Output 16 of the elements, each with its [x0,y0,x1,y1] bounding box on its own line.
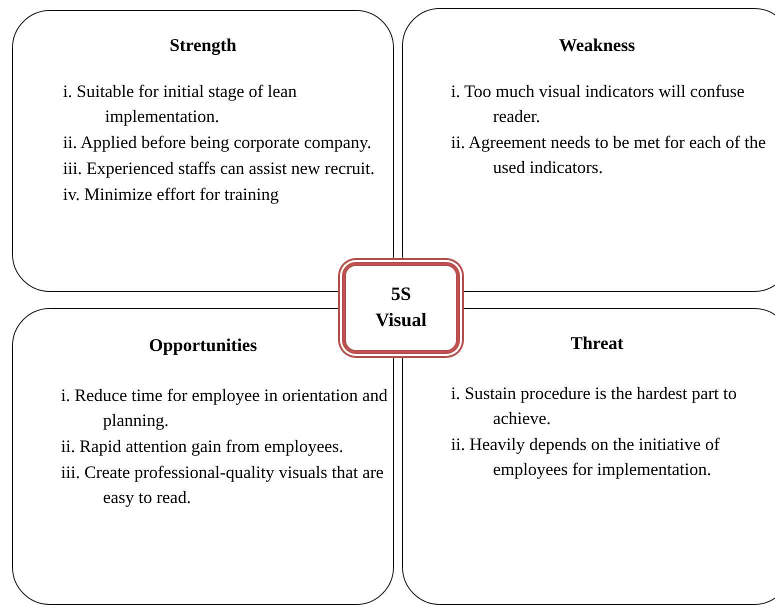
quadrant-heading: Weakness [558,35,636,56]
list-item: i. Too much visual indicators will confuse reader. [451,80,746,128]
list-item: iv. Minimize effort for training [63,183,280,206]
quadrant-heading: Opportunities [148,335,258,356]
list-item: ii. Heavily depends on the initiative of employees for implementation. [451,433,721,481]
list-item: i. Sustain procedure is the hardest part to achieve. [451,382,738,430]
list-item: i. Suitable for initial stage of lean implementation. [63,80,298,128]
quadrant-heading: Threat [570,333,624,354]
list-item: iii. Experienced staffs can assist new recruit. [63,157,376,180]
list-item: iii. Create professional-quality visuals that are easy to read. [61,461,385,509]
list-item: ii. Agreement needs to be met for each of the used indicators. [451,131,767,179]
list-item: ii. Applied before being corporate company. [63,131,372,154]
quadrant-heading: Strength [168,35,238,56]
list-item: ii. Rapid attention gain from employees. [61,435,344,458]
list-item: i. Reduce time for employee in orientation and planning. [61,384,389,432]
center-label: 5S Visual [374,283,428,333]
